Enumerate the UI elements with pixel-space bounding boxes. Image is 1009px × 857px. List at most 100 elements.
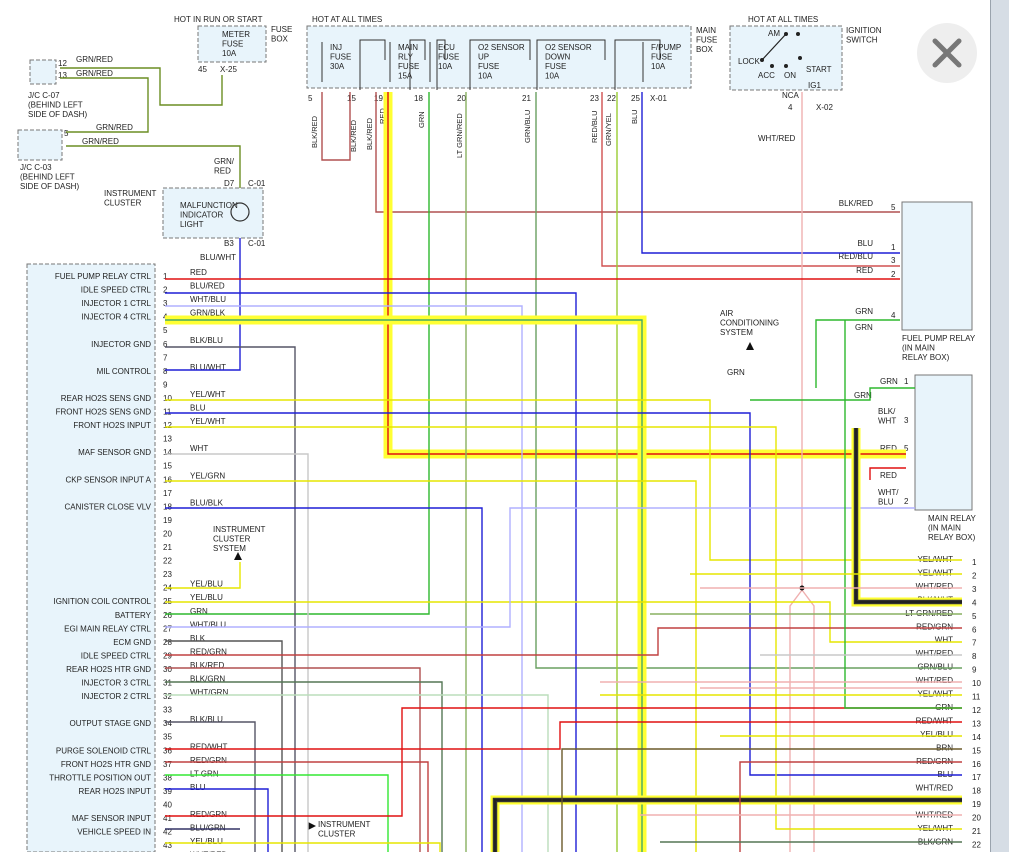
fuse-pin-number: 5 xyxy=(308,94,313,103)
close-icon xyxy=(932,38,962,68)
fuse-busbar xyxy=(536,39,606,90)
main-relay xyxy=(914,374,973,511)
ecm-pin-name: INJECTOR 1 CTRL xyxy=(81,299,151,308)
mil-label: LIGHT xyxy=(180,220,204,229)
ecm-pin-name: OUTPUT STAGE GND xyxy=(70,719,152,728)
wire-red-grn xyxy=(165,761,429,852)
main-fuse-label: 10A xyxy=(438,62,453,71)
relay-pin: 1 xyxy=(891,243,896,252)
wire-label: RED/GRN xyxy=(916,757,953,766)
wire-label: GRN/ xyxy=(214,157,235,166)
wire-label: BLU xyxy=(878,498,894,507)
ecm-pin-number: 28 xyxy=(163,638,172,647)
main-fuse-label: FUSE xyxy=(398,62,419,71)
wire-label: WHT xyxy=(935,636,953,645)
switch-contact xyxy=(784,64,788,68)
wire-blu-wht xyxy=(165,238,241,371)
wire-label: YEL/BLU xyxy=(190,593,223,602)
wire-red-grn xyxy=(739,761,962,852)
viewer-scrollbar[interactable] xyxy=(990,0,1009,852)
relay-pin: 2 xyxy=(904,497,909,506)
ign-start: START xyxy=(806,65,832,74)
wire-label: RED/WHT xyxy=(916,716,953,725)
ignition-switch-label: IGNITION xyxy=(846,26,882,35)
wire-label: BLK/ xyxy=(878,407,896,416)
wire-label: GRN xyxy=(880,377,898,386)
ecm-pin-number: 2 xyxy=(163,286,168,295)
relay-pin: 3 xyxy=(904,416,909,425)
jc03-label: J/C C-03 xyxy=(20,163,52,172)
ecm-pin-name: REAR HO2S SENS GND xyxy=(61,394,151,403)
ecm-pin-name: INJECTOR GND xyxy=(91,340,151,349)
wire-highlight xyxy=(490,795,962,852)
instrument-cluster xyxy=(162,187,264,239)
wire-label: LT GRN/RED xyxy=(455,113,464,158)
main-fuse-label: F/PUMP xyxy=(651,43,681,52)
wire-yel-blu xyxy=(165,601,962,643)
wire-blu-blk xyxy=(165,507,483,852)
wire-label: BLU xyxy=(190,783,206,792)
ign-conn: X-02 xyxy=(816,103,833,112)
ecm-pin-name: IDLE SPEED CTRL xyxy=(81,651,152,660)
fp-relay-label: RELAY BOX) xyxy=(902,353,950,362)
main-fuse-label: FUSE xyxy=(330,53,351,62)
wire-label: GRN/YEL xyxy=(604,113,613,146)
harness-pin: 14 xyxy=(972,733,981,742)
wire-yel-wht xyxy=(165,399,962,561)
fuse-pin-number: 23 xyxy=(590,94,599,103)
main-fuse-label: FUSE xyxy=(478,62,499,71)
wire-yel-blu xyxy=(165,562,241,589)
wire-label: RED xyxy=(880,444,897,453)
main-fuse-label: RLY xyxy=(398,53,414,62)
wire-red-main xyxy=(387,92,906,455)
wire-label: BLU/BLK xyxy=(190,498,224,507)
wire-wht-blu xyxy=(165,507,915,628)
wire-label: WHT/RED xyxy=(916,582,954,591)
harness-pin: 4 xyxy=(972,598,977,607)
ecm-pin-number: 27 xyxy=(163,624,172,633)
ecm-pin-name: MAF SENSOR INPUT xyxy=(72,814,151,823)
hot-run-start-label: HOT IN RUN OR START xyxy=(174,15,263,24)
wire-grn xyxy=(815,319,900,388)
wire-label: RED/GRN xyxy=(190,647,227,656)
wire-label: BLK/BLU xyxy=(190,715,223,724)
wire-label: RED/BLU xyxy=(590,110,599,143)
wire-blu xyxy=(165,788,269,852)
mil-label: INDICATOR xyxy=(180,211,223,220)
wire-label: BLU xyxy=(190,404,206,413)
wire-label: GRN xyxy=(855,307,873,316)
close-button[interactable] xyxy=(917,23,977,83)
main-fuse-label: 10A xyxy=(478,72,493,81)
harness-pin: 9 xyxy=(972,666,977,675)
relay-pin: 2 xyxy=(891,270,896,279)
wire-label: GRN xyxy=(855,323,873,332)
fuse-pin-number: 19 xyxy=(374,94,383,103)
fuse-conn: X-25 xyxy=(220,65,237,74)
main-fuse-label: O2 SENSOR xyxy=(545,43,592,52)
ecm-pin-number: 37 xyxy=(163,760,172,769)
wire-grn-red xyxy=(66,145,241,188)
fuse-box-label: FUSE xyxy=(271,25,292,34)
wire-label: BLK/RED xyxy=(839,199,873,208)
main-fuse-label: INJ xyxy=(330,43,342,52)
arrow-up-icon xyxy=(746,342,754,350)
cluster-title: CLUSTER xyxy=(104,199,142,208)
wire-grn xyxy=(165,92,430,615)
wire-label: RED xyxy=(880,471,897,480)
ecm-pin-name: INJECTOR 4 CTRL xyxy=(81,313,151,322)
jc07-pin: 13 xyxy=(58,71,67,80)
wire-label: WHT xyxy=(190,444,208,453)
jc03-label: SIDE OF DASH) xyxy=(20,182,79,191)
wire-blk-blu xyxy=(165,346,296,852)
main-relay-label: MAIN RELAY xyxy=(928,514,977,523)
wire-blk xyxy=(165,640,283,852)
meter-fuse-label: FUSE xyxy=(222,40,243,49)
jc07-label: SIDE OF DASH) xyxy=(28,110,87,119)
ecm-pin-number: 11 xyxy=(163,408,172,417)
mil-label: MALFUNCTION xyxy=(180,201,238,210)
harness-pin: 7 xyxy=(972,639,977,648)
jc07-label: J/C C-07 xyxy=(28,91,60,100)
main-fuse-box-label: BOX xyxy=(696,45,714,54)
ecm-pin-name: ECM GND xyxy=(113,638,151,647)
harness-pin: 5 xyxy=(972,612,977,621)
